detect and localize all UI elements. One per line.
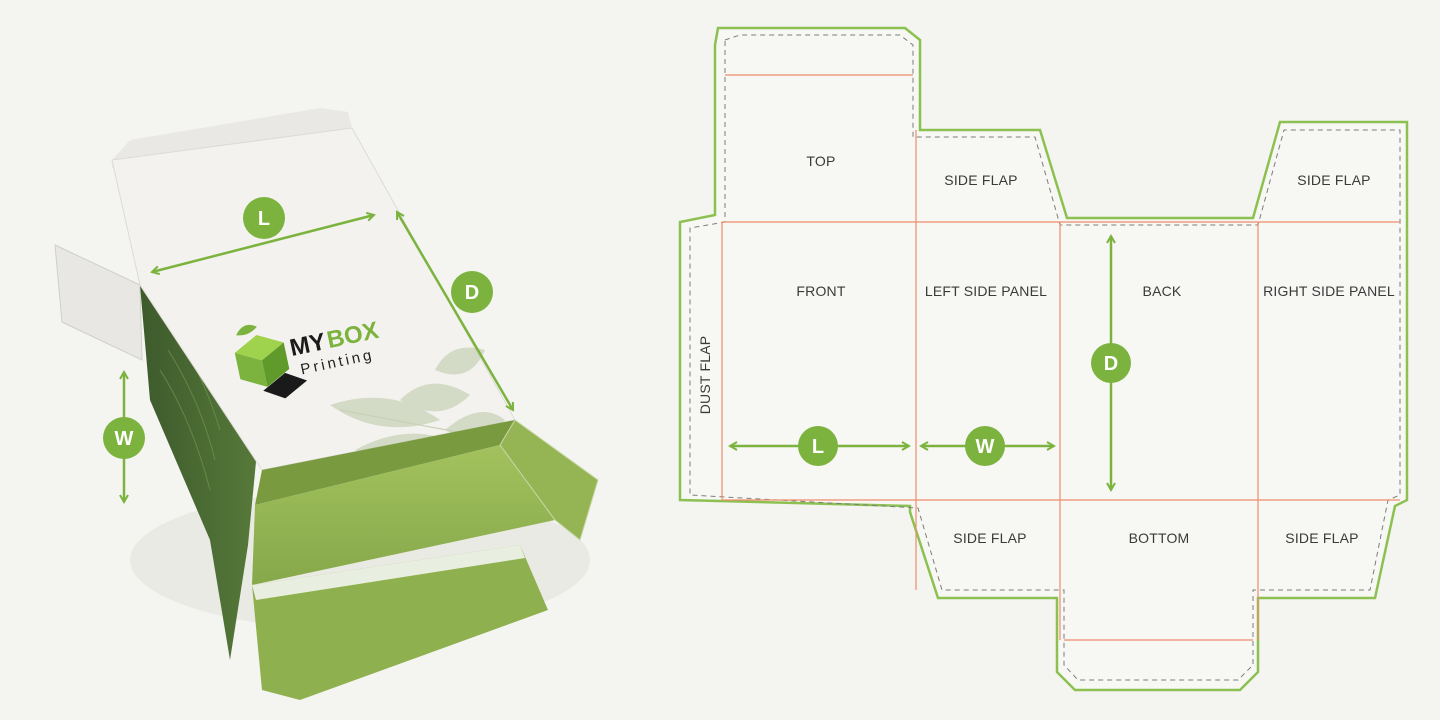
svg-text:L: L <box>258 208 270 230</box>
panel-right-side-label: RIGHT SIDE PANEL <box>1263 283 1395 299</box>
svg-text:W: W <box>976 436 995 458</box>
length-badge: L <box>243 197 285 239</box>
depth-dimension-arrow <box>395 212 515 410</box>
panel-dust-flap-label: DUST FLAP <box>697 336 713 415</box>
box-illustration: MY BOX Printing L D W <box>54 108 599 700</box>
dust-flap-left <box>54 244 143 361</box>
dieline-depth-badge: D <box>1091 343 1131 383</box>
length-dimension-arrow <box>152 215 374 272</box>
dieline-length-badge: L <box>798 426 838 466</box>
svg-text:D: D <box>1104 353 1118 375</box>
panel-top-label: TOP <box>806 153 835 169</box>
bottom-flap-edge <box>252 545 525 600</box>
brand-logo: MY BOX Printing <box>234 317 381 399</box>
fold-lines <box>721 74 1400 641</box>
side-flap-right <box>499 419 599 541</box>
box-inner-floor <box>252 445 555 585</box>
box-side-panel <box>140 285 260 660</box>
cube-logo-icon <box>234 324 308 399</box>
panel-bottom-label: BOTTOM <box>1129 530 1190 546</box>
panel-front-label: FRONT <box>796 283 845 299</box>
panel-back-label: BACK <box>1143 283 1182 299</box>
dieline-cut-outline <box>678 26 1409 692</box>
box-inner-edge <box>255 420 515 505</box>
svg-text:L: L <box>812 436 824 458</box>
panel-side-flap-top-left-label: SIDE FLAP <box>944 172 1017 188</box>
depth-badge: D <box>451 271 493 313</box>
svg-text:W: W <box>115 428 134 450</box>
svg-text:D: D <box>465 282 479 304</box>
width-badge: W <box>103 417 145 459</box>
dieline-bleed-line <box>689 34 1401 681</box>
panel-side-flap-bottom-right-label: SIDE FLAP <box>1285 530 1358 546</box>
panel-side-flap-bottom-left-label: SIDE FLAP <box>953 530 1026 546</box>
dieline-width-badge: W <box>965 426 1005 466</box>
panel-left-side-label: LEFT SIDE PANEL <box>925 283 1047 299</box>
panel-side-flap-top-right-label: SIDE FLAP <box>1297 172 1370 188</box>
dieline: TOP SIDE FLAP SIDE FLAP FRONT LEFT SIDE … <box>678 26 1409 692</box>
